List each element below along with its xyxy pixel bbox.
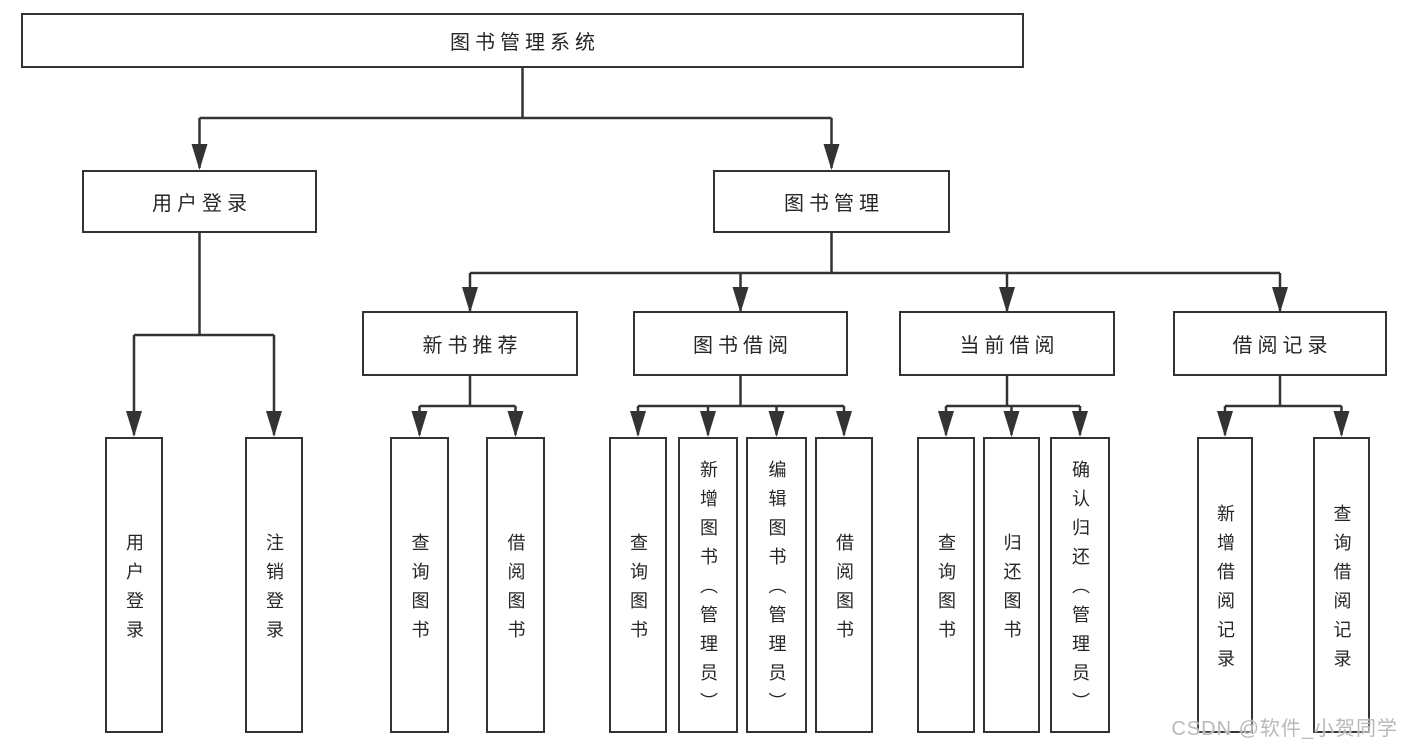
leaf-return-book-label: 归还图书	[1001, 532, 1022, 649]
leaf-borrow-book-2-label: 借阅图书	[834, 532, 854, 649]
leaf-return-book-box: 归还图书	[983, 437, 1040, 733]
leaf-add-borrow-record-box: 新增借阅记录	[1197, 437, 1253, 733]
leaf-add-book-admin-box: 新增图书（管理员）	[678, 437, 738, 733]
leaf-borrow-book-1-label: 借阅图书	[505, 532, 526, 649]
leaf-add-book-admin-label: 新增图书（管理员）	[698, 460, 718, 721]
leaf-confirm-return-admin-box: 确认归还（管理员）	[1050, 437, 1110, 733]
book-management-branch-label: 图书管理	[784, 193, 884, 215]
root-node-box: 图书管理系统	[21, 13, 1024, 68]
leaf-user-login-box: 用户登录	[105, 437, 163, 733]
user-login-branch-box: 用户登录	[82, 170, 317, 233]
borrow-record-label: 借阅记录	[1232, 335, 1333, 357]
csdn-watermark: CSDN @软件_小贺同学	[1171, 718, 1398, 740]
leaf-query-book-3-box: 查询图书	[917, 437, 975, 733]
leaf-edit-book-admin-label: 编辑图书（管理员）	[766, 460, 787, 721]
new-book-recommend-box: 新书推荐	[362, 311, 578, 376]
leaf-borrow-book-2-box: 借阅图书	[815, 437, 873, 733]
leaf-add-borrow-record-label: 新增借阅记录	[1215, 503, 1235, 678]
leaf-confirm-return-admin-label: 确认归还（管理员）	[1070, 460, 1090, 721]
current-borrow-label: 当前借阅	[959, 335, 1060, 357]
new-book-recommend-label: 新书推荐	[422, 335, 523, 357]
leaf-logout-label: 注销登录	[264, 532, 284, 649]
borrow-record-box: 借阅记录	[1173, 311, 1387, 376]
leaf-query-book-2-label: 查询图书	[628, 532, 648, 649]
leaf-query-borrow-record-box: 查询借阅记录	[1313, 437, 1370, 733]
current-borrow-box: 当前借阅	[899, 311, 1115, 376]
user-login-branch-label: 用户登录	[152, 193, 252, 215]
book-management-branch-box: 图书管理	[713, 170, 950, 233]
leaf-logout-box: 注销登录	[245, 437, 303, 733]
leaf-user-login-label: 用户登录	[124, 532, 144, 649]
leaf-query-book-2-box: 查询图书	[609, 437, 667, 733]
root-node-label: 图书管理系统	[450, 32, 600, 54]
book-borrow-box: 图书借阅	[633, 311, 848, 376]
leaf-query-borrow-record-label: 查询借阅记录	[1331, 503, 1352, 678]
leaf-borrow-book-1-box: 借阅图书	[486, 437, 545, 733]
leaf-query-book-1-label: 查询图书	[409, 532, 430, 649]
leaf-query-book-1-box: 查询图书	[390, 437, 449, 733]
leaf-query-book-3-label: 查询图书	[936, 532, 956, 649]
book-borrow-label: 图书借阅	[693, 335, 793, 357]
leaf-edit-book-admin-box: 编辑图书（管理员）	[746, 437, 807, 733]
